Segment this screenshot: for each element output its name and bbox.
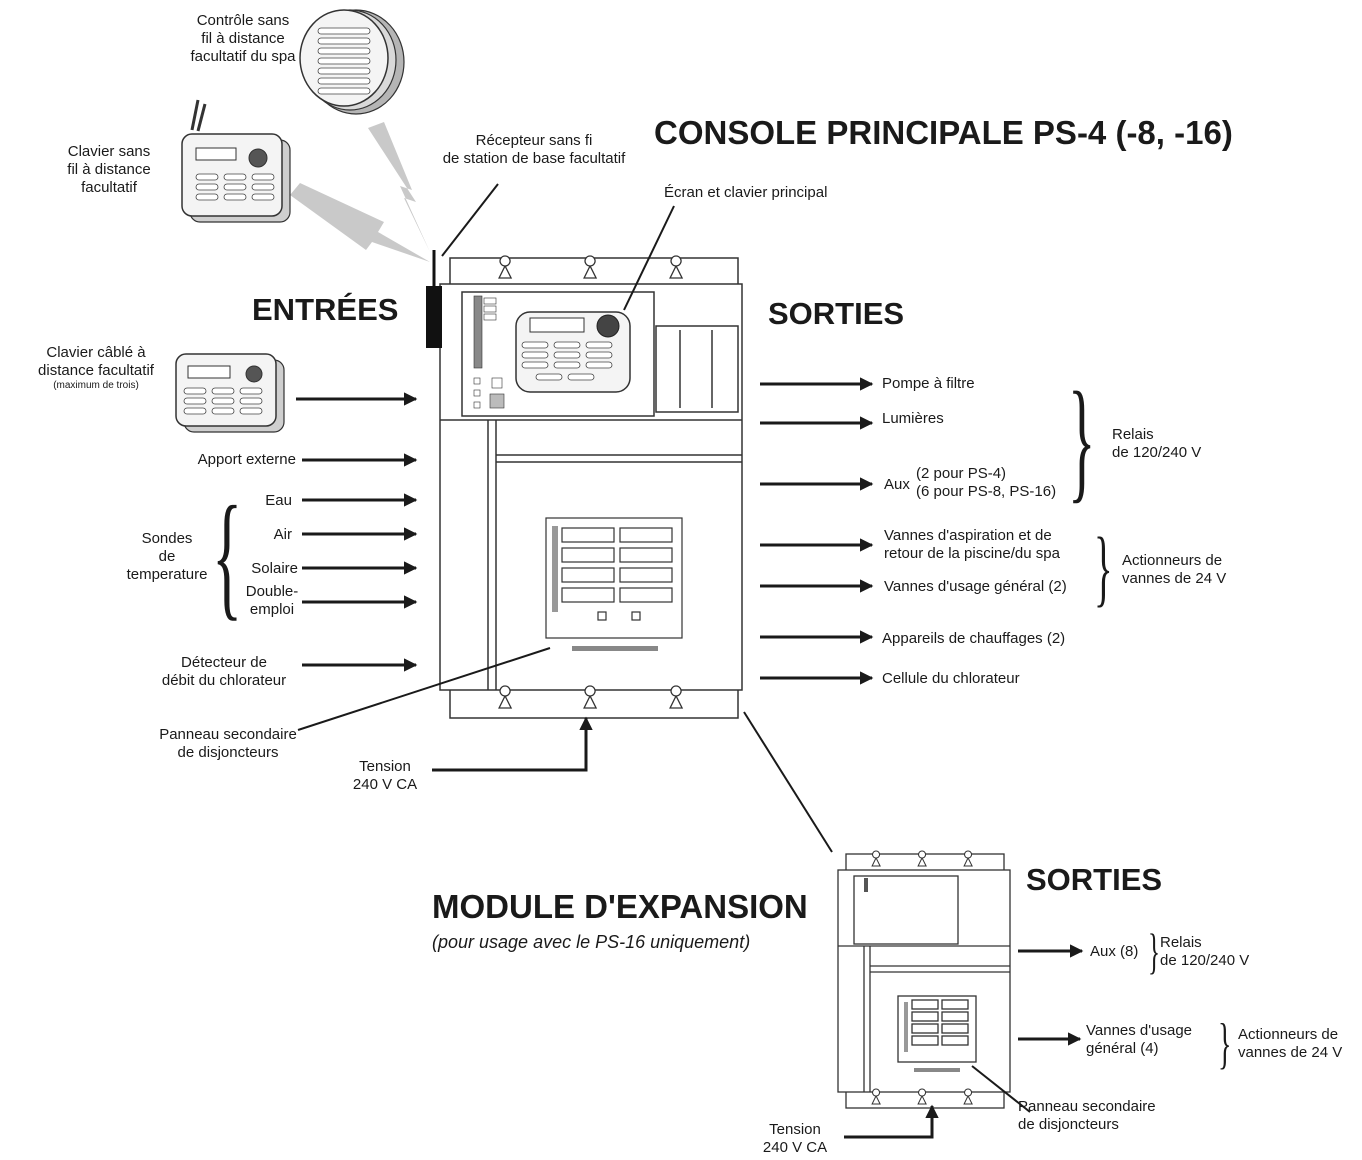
expansion-relays-label: Relais de 120/240 V bbox=[1160, 934, 1249, 970]
expansion-note: (pour usage avec le PS-16 uniquement) bbox=[432, 932, 751, 952]
right-brace-icon: } bbox=[1148, 923, 1160, 979]
label-line: Relais bbox=[1160, 934, 1202, 951]
label-line: vannes de 24 V bbox=[1238, 1044, 1343, 1061]
label-line: fil à distance bbox=[67, 161, 151, 178]
terminal-strip bbox=[473, 295, 505, 409]
label-line: Double- bbox=[245, 583, 299, 600]
right-brace-icon: } bbox=[1068, 365, 1096, 515]
expansion-valves-label: Vannes d'usage général (4) bbox=[1086, 1022, 1192, 1058]
breaker-panel bbox=[545, 517, 683, 651]
label-line: temperature bbox=[126, 566, 208, 583]
label-line: Tension bbox=[769, 1121, 821, 1138]
dual-probe-label: Double- emploi bbox=[232, 583, 312, 619]
aux-detail-label: (2 pour PS-4) (6 pour PS-8, PS-16) bbox=[916, 465, 1056, 501]
label-line: (2 pour PS-4) bbox=[916, 465, 1007, 482]
label-line: de 120/240 V bbox=[1112, 444, 1202, 461]
leader-lines bbox=[297, 183, 1031, 1113]
left-brace-icon: { bbox=[212, 478, 243, 633]
wireless-signal-icon bbox=[290, 122, 430, 262]
chlorinator-cell-label: Cellule du chlorateur bbox=[882, 670, 1020, 687]
voltage-label: Tension 240 V CA bbox=[340, 758, 430, 794]
actuators-label: Actionneurs de vannes de 24 V bbox=[1122, 552, 1226, 588]
filter-pump-label: Pompe à filtre bbox=[882, 375, 975, 392]
label-line: Tension bbox=[359, 758, 411, 775]
water-probe-label: Eau bbox=[265, 492, 292, 509]
label-line: général (4) bbox=[1086, 1040, 1159, 1057]
antenna-icon bbox=[426, 250, 442, 348]
wired-keypad-icon bbox=[175, 353, 285, 433]
solar-probe-label: Solaire bbox=[251, 560, 298, 577]
label-line: Vannes d'aspiration et de bbox=[884, 527, 1052, 544]
lights-label: Lumières bbox=[882, 410, 944, 427]
label-line: Panneau secondaire bbox=[1018, 1098, 1156, 1115]
label-line: débit du chlorateur bbox=[161, 672, 287, 689]
label-line: Clavier câblé à bbox=[46, 344, 146, 361]
main-screen-label: Écran et clavier principal bbox=[664, 184, 828, 201]
label-line: de disjoncteurs bbox=[177, 744, 279, 761]
expansion-outputs-title: SORTIES bbox=[1026, 862, 1163, 897]
expansion-module-enclosure bbox=[837, 853, 1011, 1109]
wireless-keypad-icon bbox=[181, 99, 291, 223]
label-line: Actionneurs de bbox=[1238, 1026, 1339, 1043]
keyhole-icon bbox=[871, 850, 973, 1105]
expansion-title: MODULE D'EXPANSION bbox=[432, 888, 808, 925]
expansion-voltage-label: Tension 240 V CA bbox=[752, 1121, 838, 1157]
wireless-keypad-label: Clavier sans fil à distance facultatif bbox=[52, 143, 166, 197]
keyhole-icon bbox=[498, 255, 684, 709]
label-line: Panneau secondaire bbox=[159, 726, 297, 743]
inputs-title: ENTRÉES bbox=[252, 292, 399, 327]
label-line: 240 V CA bbox=[762, 1139, 828, 1156]
main-console-title: CONSOLE PRINCIPALE PS-4 (-8, -16) bbox=[654, 114, 1233, 151]
output-arrows bbox=[760, 377, 1084, 1046]
expansion-actuators-label: Actionneurs de vannes de 24 V bbox=[1238, 1026, 1342, 1062]
label-line: Relais bbox=[1112, 426, 1154, 443]
label-line: facultatif du spa bbox=[190, 48, 296, 65]
label-line: Clavier sans bbox=[67, 143, 151, 160]
power-feed-line bbox=[432, 716, 939, 1139]
label-line: Contrôle sans bbox=[196, 12, 290, 29]
label-line: facultatif bbox=[81, 179, 137, 196]
label-line: (6 pour PS-8, PS-16) bbox=[916, 483, 1057, 500]
aux-label: Aux bbox=[884, 476, 910, 493]
general-valves-label: Vannes d'usage général (2) bbox=[884, 578, 1067, 595]
label-line: de 120/240 V bbox=[1160, 952, 1250, 969]
suction-valves-label: Vannes d'aspiration et de retour de la p… bbox=[884, 527, 1060, 563]
outputs-title: SORTIES bbox=[768, 296, 905, 331]
label-line: fil à distance bbox=[201, 30, 285, 47]
label-line: vannes de 24 V bbox=[1122, 570, 1227, 587]
label-line: Actionneurs de bbox=[1122, 552, 1223, 569]
label-note: (maximum de trois) bbox=[53, 380, 139, 391]
spa-remote-label: Contrôle sans fil à distance facultatif … bbox=[176, 12, 310, 66]
label-line: Vannes d'usage bbox=[1086, 1022, 1193, 1039]
label-line: de station de base facultatif bbox=[442, 150, 626, 167]
wired-keypad-label: Clavier câblé à distance facultatif (max… bbox=[18, 344, 174, 392]
label-line: emploi bbox=[249, 601, 295, 618]
main-screen-keypad-icon bbox=[515, 311, 631, 393]
relays-label: Relais de 120/240 V bbox=[1112, 426, 1201, 462]
label-line: de bbox=[158, 548, 176, 565]
label-line: 240 V CA bbox=[352, 776, 418, 793]
flow-detector-label: Détecteur de débit du chlorateur bbox=[146, 654, 302, 690]
label-line: Détecteur de bbox=[181, 654, 267, 671]
external-input-label: Apport externe bbox=[197, 451, 296, 468]
label-line: retour de la piscine/du spa bbox=[884, 545, 1060, 562]
expansion-breaker-label: Panneau secondaire de disjoncteurs bbox=[1018, 1098, 1156, 1134]
input-arrows bbox=[296, 392, 418, 672]
label-line: Récepteur sans fi bbox=[475, 132, 593, 149]
heaters-label: Appareils de chauffages (2) bbox=[882, 630, 1066, 647]
spa-remote-icon bbox=[299, 9, 405, 115]
label-line: distance facultatif bbox=[38, 362, 154, 379]
base-receiver-label: Récepteur sans fi de station de base fac… bbox=[418, 132, 650, 168]
temp-probes-label: Sondes de temperature bbox=[112, 530, 222, 584]
right-brace-icon: } bbox=[1218, 1013, 1232, 1075]
air-probe-label: Air bbox=[273, 526, 292, 543]
label-line: de disjoncteurs bbox=[1018, 1116, 1119, 1133]
right-brace-icon: } bbox=[1094, 519, 1113, 615]
breaker-panel-label: Panneau secondaire de disjoncteurs bbox=[140, 726, 316, 762]
label-line: Sondes bbox=[141, 530, 193, 547]
expansion-aux-label: Aux (8) bbox=[1090, 943, 1139, 960]
